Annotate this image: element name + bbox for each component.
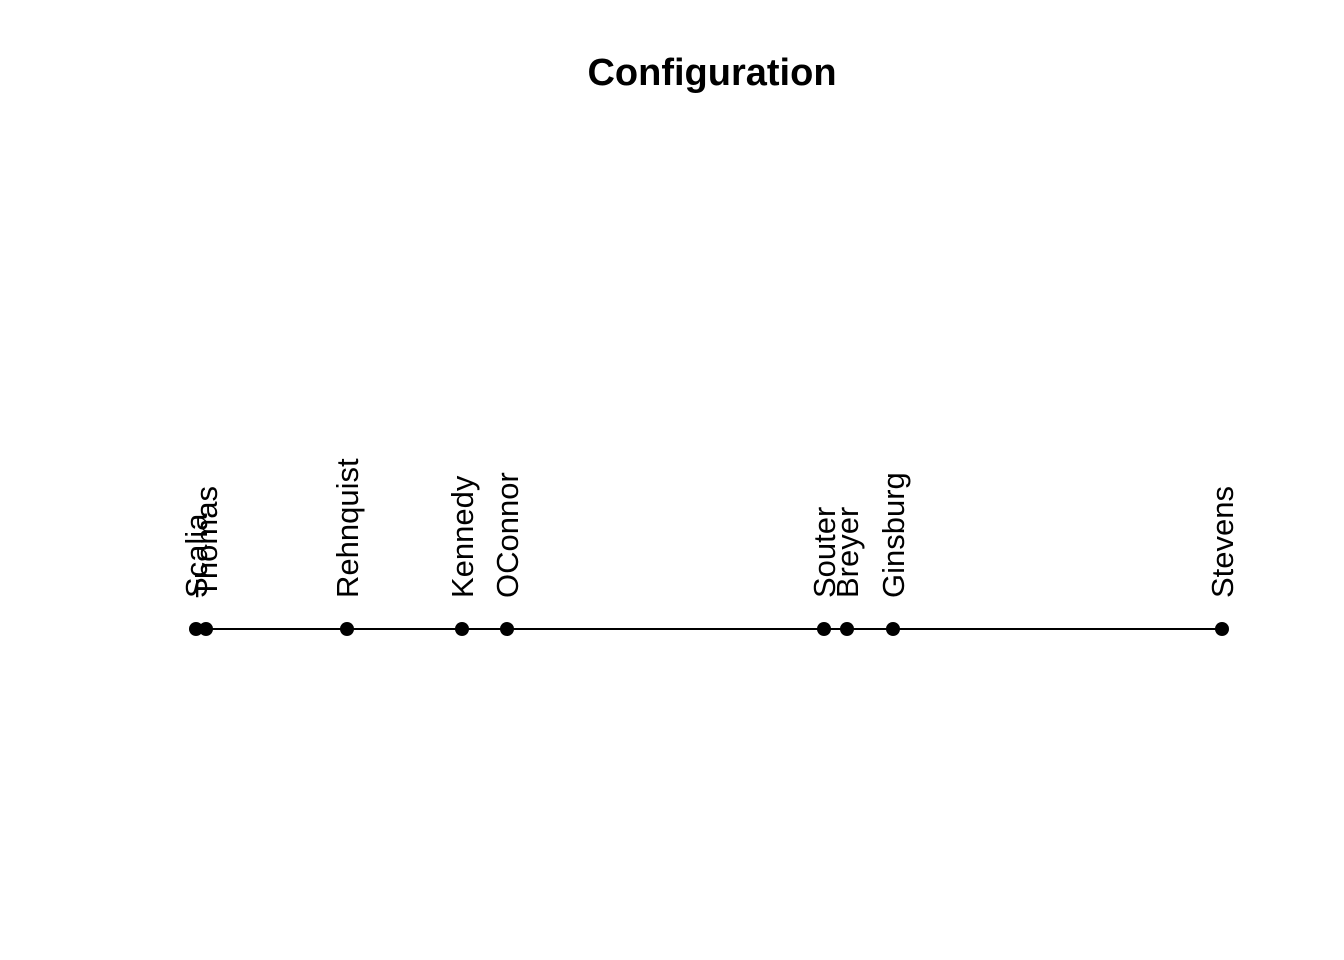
point-label-thomas: Thomas (188, 486, 224, 598)
point-label-kennedy: Kennedy (444, 475, 480, 598)
point-label-oconnor: OConnor (489, 472, 525, 598)
point-label-stevens: Stevens (1204, 485, 1240, 598)
data-point-ginsburg (886, 622, 900, 636)
data-point-oconnor (500, 622, 514, 636)
data-point-kennedy (455, 622, 469, 636)
configuration-line (196, 628, 1222, 630)
point-label-rehnquist: Rehnquist (329, 458, 365, 598)
point-label-breyer: Breyer (829, 506, 865, 598)
point-label-ginsburg: Ginsburg (875, 472, 911, 598)
data-point-rehnquist (340, 622, 354, 636)
data-point-thomas (199, 622, 213, 636)
data-point-stevens (1215, 622, 1229, 636)
data-point-souter (817, 622, 831, 636)
chart-title: Configuration (587, 52, 837, 94)
data-point-breyer (840, 622, 854, 636)
